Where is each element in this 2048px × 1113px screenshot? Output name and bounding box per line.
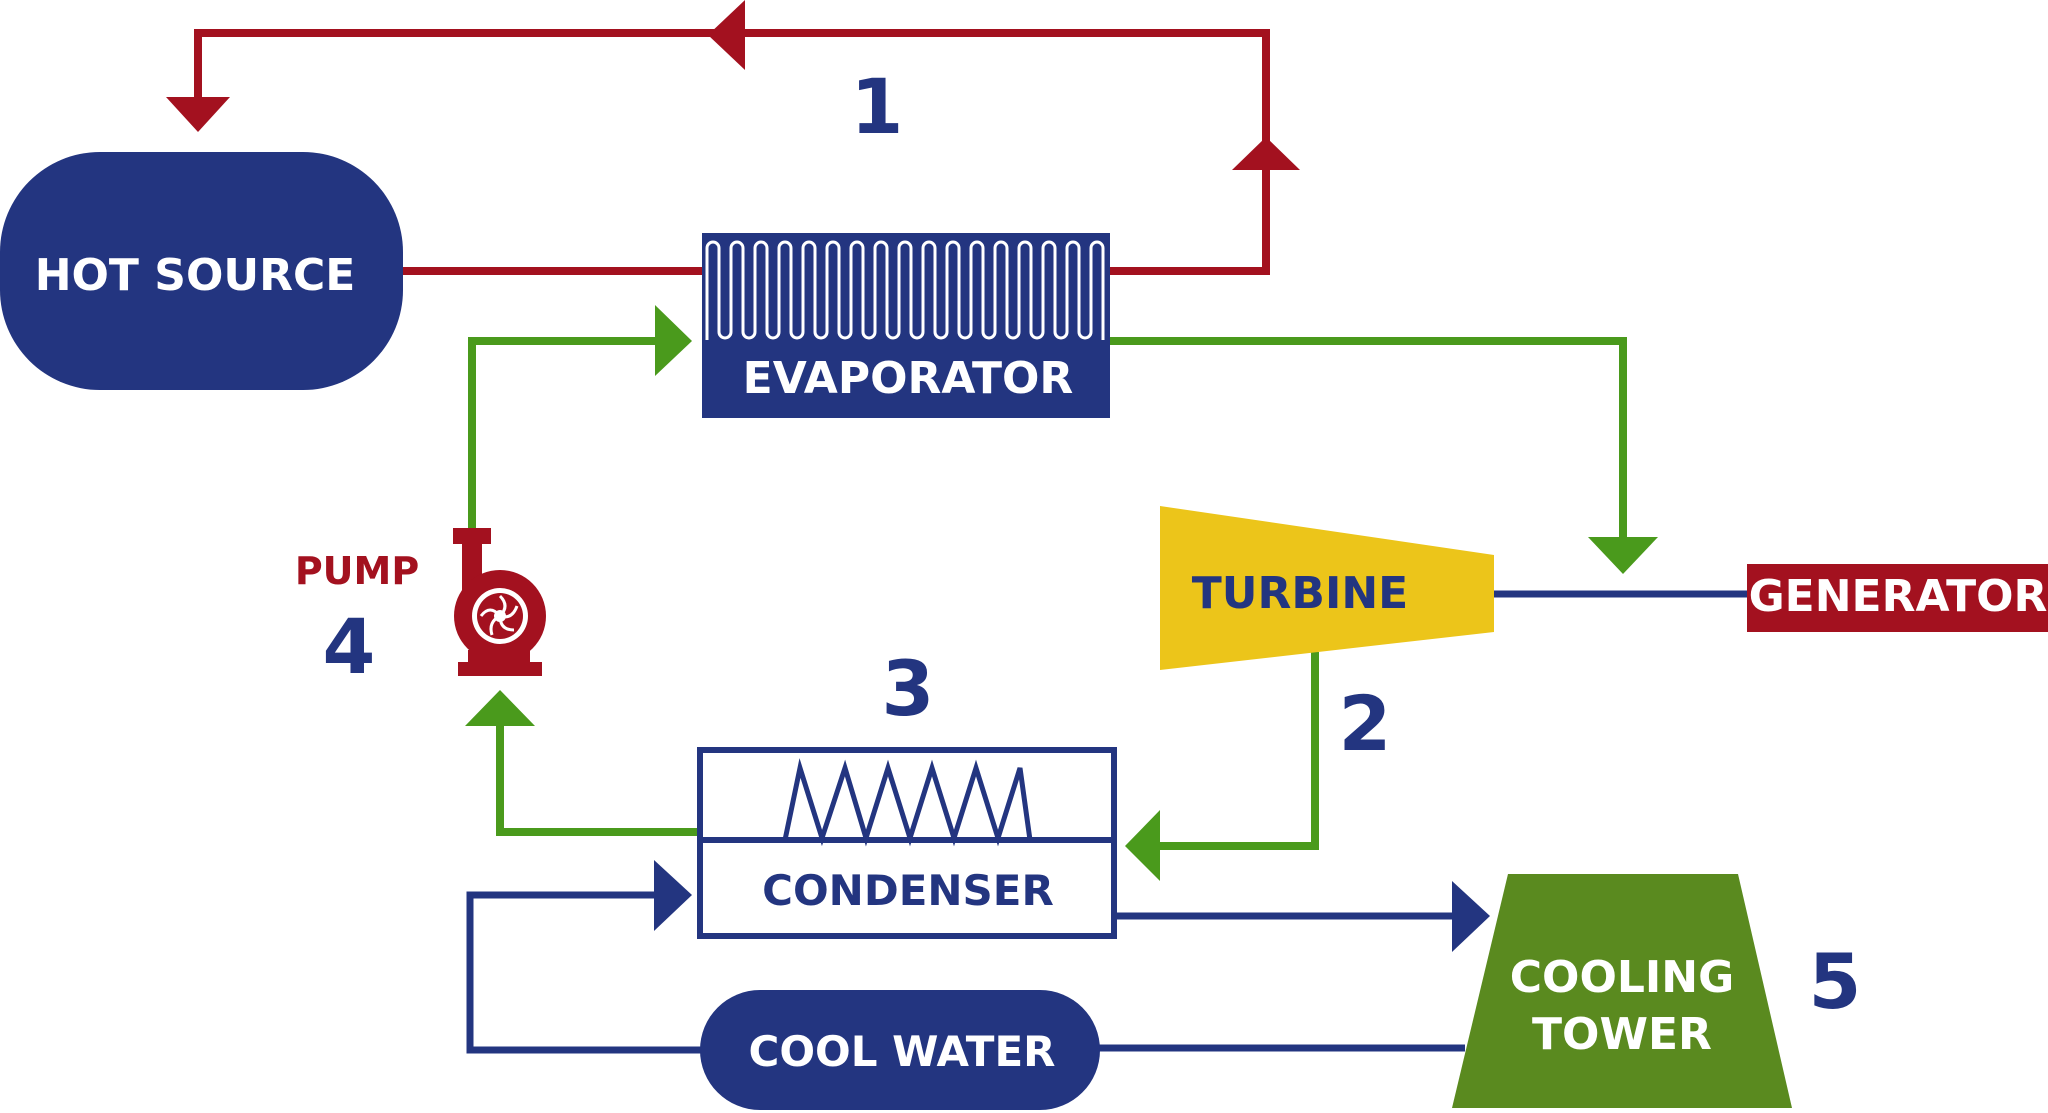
fluid-arrow-into-evaporator <box>655 305 692 376</box>
step-number-5: 5 <box>1809 937 1862 1026</box>
hot-loop <box>194 29 1270 275</box>
step-number-4: 4 <box>323 602 376 691</box>
cooling-tower-label-line1: COOLING <box>1510 952 1734 1003</box>
step-number-2: 2 <box>1339 679 1392 768</box>
cooling-loop <box>466 590 1748 1054</box>
fluid-pipe-turbine-to-condenser <box>1155 652 1319 850</box>
pump: PUMP <box>295 528 546 676</box>
hot-loop-arrow-down <box>166 97 230 132</box>
generator-label: GENERATOR <box>1749 571 2048 622</box>
cool-water: COOL WATER <box>700 990 1100 1110</box>
cooling-tower-body <box>1452 874 1792 1108</box>
cooling-arrow-into-tower <box>1452 881 1490 952</box>
generator-body <box>1747 564 2048 632</box>
fluid-pipe-pump-to-evap <box>468 337 662 531</box>
step-number-1: 1 <box>851 62 904 151</box>
fluid-pipe-condenser-to-pump <box>496 725 702 836</box>
evaporator: EVAPORATOR <box>702 233 1110 418</box>
cooling-arrow-into-condenser <box>654 860 692 931</box>
turbine: TURBINE <box>1160 506 1494 670</box>
cooling-tower-label-line2: TOWER <box>1532 1009 1712 1060</box>
pump-icon <box>453 528 546 676</box>
turbine-label: TURBINE <box>1192 568 1408 619</box>
cooling-tower: COOLING TOWER <box>1452 874 1792 1108</box>
step-number-3: 3 <box>882 644 935 733</box>
fluid-loop <box>468 337 1627 850</box>
evaporator-coil-icon <box>705 240 1105 340</box>
cool-water-shape <box>700 990 1100 1110</box>
fluid-arrow-up-to-pump <box>465 690 535 726</box>
hot-loop-arrow-left-icon <box>708 0 745 70</box>
hot-source: HOT SOURCE <box>0 152 403 390</box>
condenser-label: CONDENSER <box>762 866 1054 915</box>
hot-source-shape <box>0 152 403 390</box>
fluid-arrow-into-condenser <box>1125 810 1160 881</box>
hot-loop-arrow-up <box>1232 137 1300 170</box>
step-numbers: 1 2 3 4 5 <box>323 62 1862 1026</box>
evaporator-label: EVAPORATOR <box>743 353 1074 404</box>
condenser-coil-icon <box>700 758 1114 847</box>
cool-water-label: COOL WATER <box>749 1027 1056 1076</box>
hot-source-label: HOT SOURCE <box>35 250 356 301</box>
fluid-pipe-evap-to-turbine <box>1110 337 1627 540</box>
fluid-arrow-down-to-turbine <box>1588 537 1658 574</box>
hot-loop-pipe-top <box>194 29 1270 275</box>
turbine-body <box>1160 506 1494 670</box>
generator: GENERATOR <box>1747 564 2048 632</box>
condenser: CONDENSER <box>697 747 1117 939</box>
pump-label: PUMP <box>295 549 419 593</box>
cooling-pipe-coolwater-to-condenser <box>466 891 702 1054</box>
